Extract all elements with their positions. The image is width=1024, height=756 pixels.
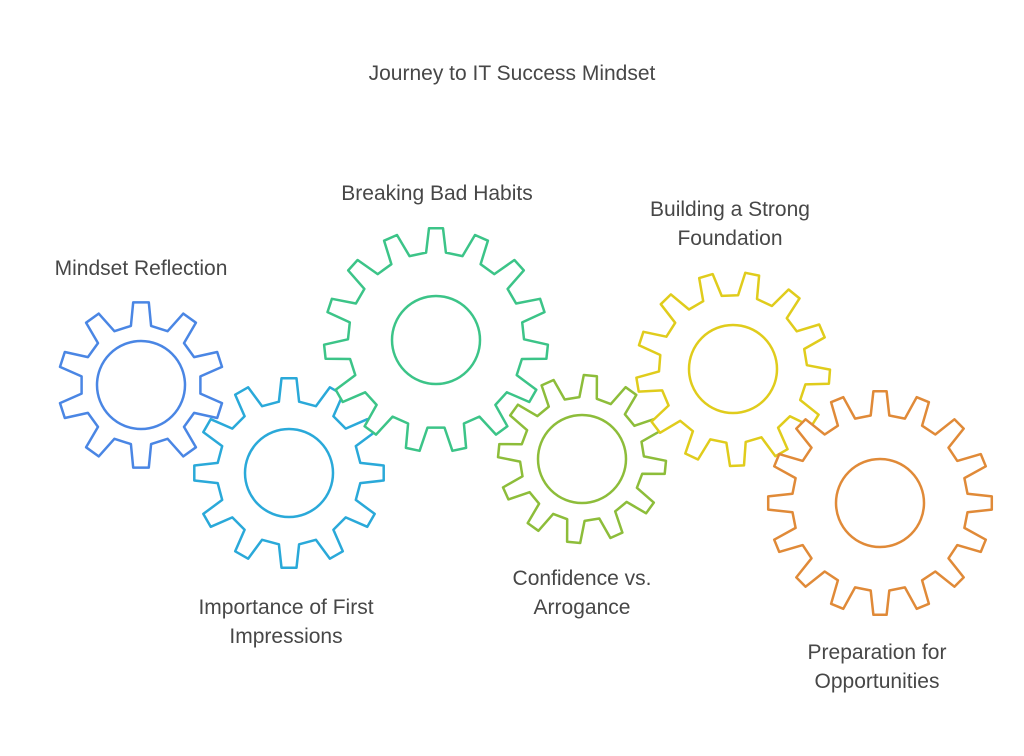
label-mindset-reflection: Mindset Reflection bbox=[55, 254, 228, 283]
gear-preparation-for-opportunities bbox=[766, 389, 994, 617]
gear-hub-circle bbox=[243, 427, 335, 519]
gear-hub-circle bbox=[390, 294, 482, 386]
label-preparation-for-opportunities: Preparation for Opportunities bbox=[808, 638, 947, 696]
gear-hub-circle bbox=[95, 339, 187, 431]
label-line: Importance of First bbox=[198, 596, 374, 619]
gear-outline bbox=[496, 373, 668, 545]
label-line: Confidence vs. bbox=[512, 567, 652, 590]
label-line: Foundation bbox=[677, 227, 783, 250]
label-breaking-bad-habits: Breaking Bad Habits bbox=[341, 179, 532, 208]
gear-outline bbox=[193, 377, 385, 569]
label-line: Preparation for bbox=[807, 641, 947, 664]
gear-hub-circle bbox=[536, 413, 628, 505]
gear-mindset-reflection bbox=[58, 301, 224, 469]
gear-breaking-bad-habits bbox=[322, 226, 550, 453]
label-line: Arrogance bbox=[533, 596, 631, 619]
label-line: Opportunities bbox=[814, 670, 940, 693]
diagram-title: Journey to IT Success Mindset bbox=[368, 62, 656, 85]
gear-outline bbox=[322, 226, 550, 453]
gear-hub-circle bbox=[687, 323, 779, 415]
label-line: Breaking Bad Habits bbox=[341, 182, 533, 205]
gear-outline bbox=[635, 271, 832, 468]
label-confidence-vs-arrogance: Confidence vs. Arrogance bbox=[513, 564, 652, 622]
gear-hub-circle bbox=[834, 457, 926, 549]
label-line: Mindset Reflection bbox=[54, 257, 228, 280]
gear-importance-of-first-impressions bbox=[193, 377, 385, 569]
gear-outline bbox=[766, 389, 994, 617]
gear-outline bbox=[58, 301, 224, 469]
label-importance-of-first-impressions: Importance of First Impressions bbox=[198, 593, 373, 651]
label-line: Building a Strong bbox=[650, 198, 810, 221]
gear-confidence-vs-arrogance bbox=[496, 373, 668, 545]
label-building-a-strong-foundation: Building a Strong Foundation bbox=[650, 195, 810, 253]
gear-building-a-strong-foundation bbox=[635, 271, 832, 468]
label-line: Impressions bbox=[229, 625, 343, 648]
